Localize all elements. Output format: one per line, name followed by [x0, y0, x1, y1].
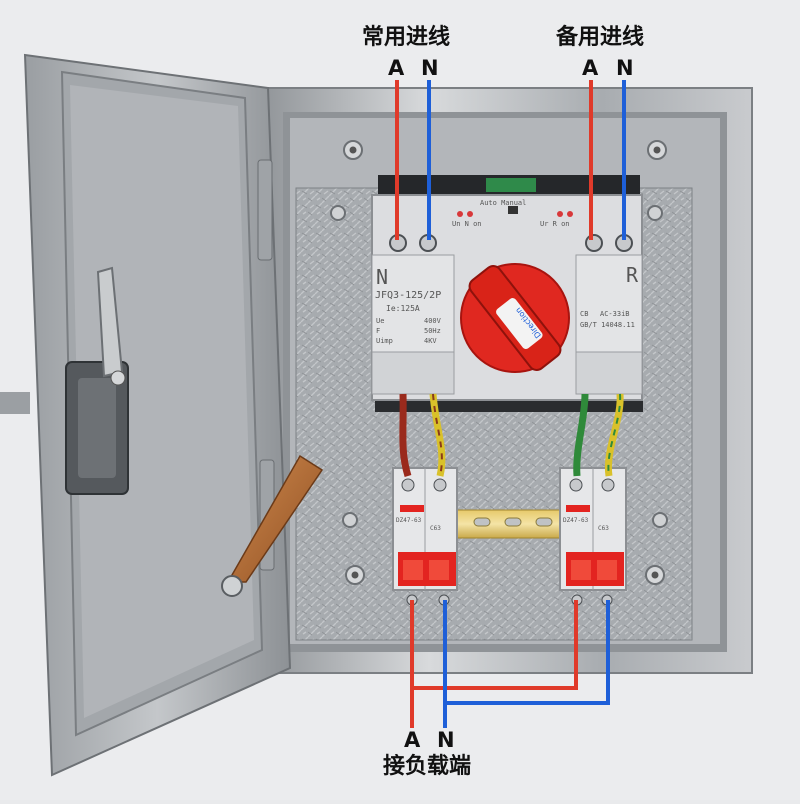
ats-ue-label: Ue — [376, 317, 384, 325]
right-breaker-rating: C63 — [598, 525, 609, 532]
left-circuit-breaker — [392, 467, 458, 606]
backup-input-label: 备用进线 — [556, 25, 645, 50]
left-breaker-model: DZ47-63 — [396, 517, 422, 524]
left-breaker-rating: C63 — [430, 525, 441, 532]
ats-auto-manual-label: Auto Manual — [480, 199, 526, 207]
ats-right-letter: R — [626, 263, 639, 287]
load-output-label: 接负载端 — [383, 754, 472, 779]
load-output-n-label: N — [437, 728, 455, 752]
right-circuit-breaker — [559, 467, 627, 606]
ats-uimp-label: Uimp — [376, 337, 393, 345]
backup-input-n-label: N — [616, 56, 634, 80]
common-input-wires — [395, 80, 431, 240]
ats-f-value: 50Hz — [424, 327, 441, 335]
right-breaker-model: DZ47-63 — [563, 517, 589, 524]
ats-left-letter: N — [376, 265, 388, 289]
common-input-a-label: A — [388, 56, 405, 80]
ats-uimp-value: 4KV — [424, 337, 437, 345]
ats-standard-2: GB/T 14048.11 — [580, 321, 635, 329]
ats-r-on-label: Ur R on — [540, 220, 570, 228]
common-input-n-label: N — [421, 56, 439, 80]
ats-ue-value: 400V — [424, 317, 442, 325]
backup-input-a-label: A — [582, 56, 599, 80]
common-input-label: 常用进线 — [362, 25, 451, 50]
ats-f-label: F — [376, 327, 380, 335]
ats-model-label: JFQ3-125/2P — [375, 290, 441, 301]
load-output-wires — [410, 600, 610, 728]
backup-input-wires — [589, 80, 626, 240]
ats-cb-mark: CB — [580, 310, 588, 318]
ats-n-on-label: Un N on — [452, 220, 482, 228]
ats-standard-1: AC-33iB — [600, 310, 630, 318]
ats-current-label: Ie:125A — [386, 304, 420, 313]
load-output-a-label: A — [404, 728, 421, 752]
